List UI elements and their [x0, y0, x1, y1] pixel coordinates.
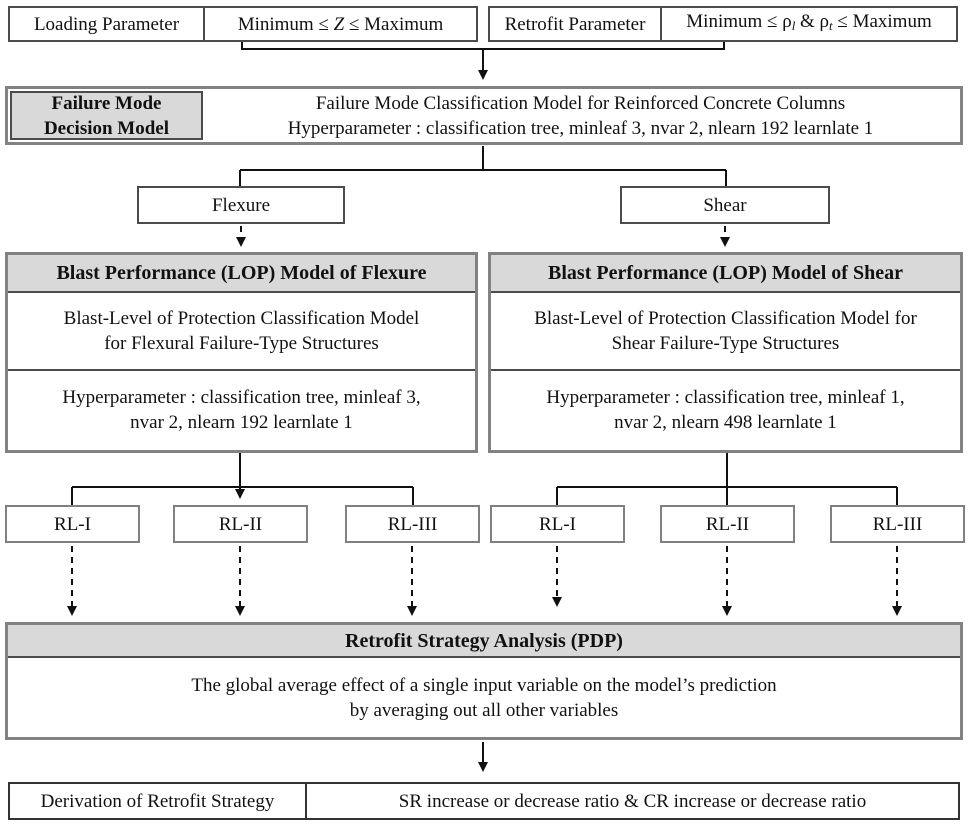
solid-connectors [71, 42, 898, 772]
lop-flexure-hyperparameters: Hyperparameter : classification tree, mi… [62, 386, 421, 433]
lop-flexure-model-text: Blast-Level of Protection Classification… [8, 293, 475, 371]
retrofit-parameter-box: Retrofit Parameter Minimum ≤ ρl & ρt ≤ M… [488, 6, 958, 42]
lop-shear-block: Blast Performance (LOP) Model of Shear B… [488, 252, 963, 453]
rl1-flexure-box: RL-I [5, 505, 140, 543]
rho-sub-l: l [791, 18, 796, 34]
failure-mode-decision-block: Failure Mode Decision Model Failure Mode… [5, 86, 963, 145]
derivation-label: Derivation of Retrofit Strategy [10, 784, 307, 818]
lop-shear-model-text: Blast-Level of Protection Classification… [491, 293, 960, 371]
rho-sub-t: t [829, 18, 833, 34]
shear-branch-box: Shear [620, 186, 830, 224]
dashed-connectors [67, 226, 902, 616]
z-range-text: Minimum ≤ Z ≤ Maximum [237, 13, 444, 35]
loading-parameter-box: Loading Parameter Minimum ≤ Z ≤ Maximum [8, 6, 478, 42]
rl1-shear-box: RL-I [490, 505, 625, 543]
lop-flexure-block: Blast Performance (LOP) Model of Flexure… [5, 252, 478, 453]
rho-range-text: Minimum ≤ ρl & ρt ≤ Maximum [686, 11, 932, 34]
z-variable: Z [333, 13, 345, 35]
lop-flexure-header: Blast Performance (LOP) Model of Flexure [8, 255, 475, 293]
rl3-shear-box: RL-III [830, 505, 965, 543]
retrofit-parameter-label: Retrofit Parameter [490, 8, 662, 40]
failure-mode-body: Failure Mode Classification Model for Re… [287, 92, 874, 139]
rl2-shear-box: RL-II [660, 505, 795, 543]
rl2-flexure-box: RL-II [173, 505, 308, 543]
lop-shear-header: Blast Performance (LOP) Model of Shear [491, 255, 960, 293]
pdp-body: The global average effect of a single in… [191, 674, 777, 721]
pdp-header: Retrofit Strategy Analysis (PDP) [8, 625, 960, 658]
rl3-flexure-box: RL-III [345, 505, 480, 543]
failure-mode-side-label: Failure Mode Decision Model [10, 91, 203, 140]
derivation-value: SR increase or decrease ratio & CR incre… [398, 790, 867, 812]
flexure-branch-box: Flexure [137, 186, 345, 224]
loading-parameter-label: Loading Parameter [10, 8, 205, 40]
pdp-analysis-block: Retrofit Strategy Analysis (PDP) The glo… [5, 622, 963, 740]
retrofit-parameter-range: Minimum ≤ ρl & ρt ≤ Maximum [662, 8, 956, 40]
lop-shear-hyperparameters: Hyperparameter : classification tree, mi… [546, 386, 905, 433]
loading-parameter-range: Minimum ≤ Z ≤ Maximum [205, 8, 476, 40]
derivation-box: Derivation of Retrofit Strategy SR incre… [8, 782, 960, 820]
